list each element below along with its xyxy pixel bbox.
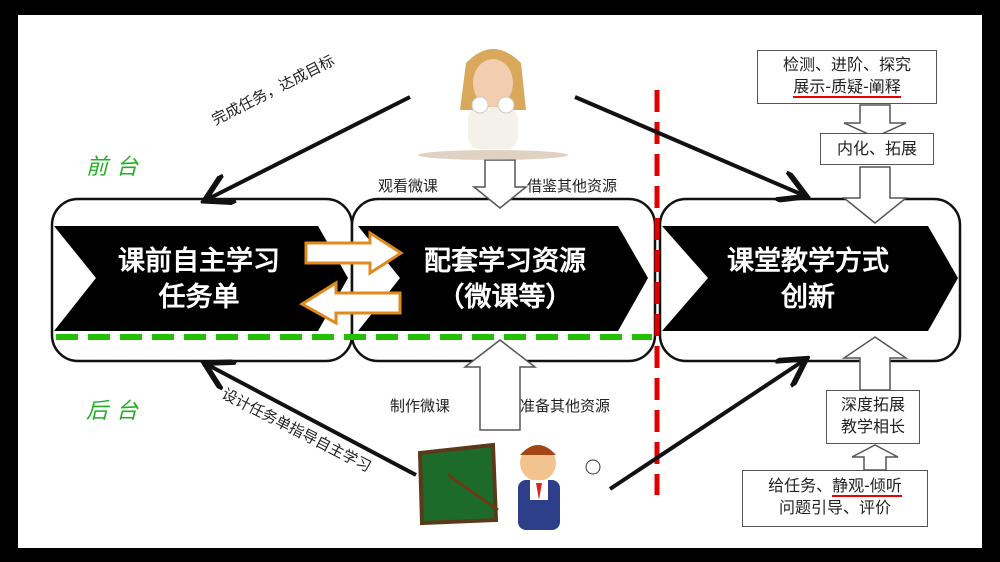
deepen-line2: 教学相长 <box>840 417 905 436</box>
diagram-canvas: 课前自主学习 任务单 配套学习资源 （微课等） 课堂教学方式 创新 前台 后台 … <box>18 15 982 548</box>
deepen-box: 深度拓展 教学相长 <box>826 390 920 444</box>
hollow-arrow-down-internalize <box>841 166 909 224</box>
arrow-complete-task <box>208 95 411 199</box>
prepare-resources-label: 准备其他资源 <box>520 397 611 415</box>
teacher-image <box>417 442 601 530</box>
top-box-line2: 展示-质疑-阐释 <box>793 77 901 98</box>
orange-arrow-right <box>304 230 404 276</box>
hollow-arrow-up-make <box>462 339 538 431</box>
chevron-task-sheet <box>54 226 348 331</box>
orange-arrow-left <box>299 280 402 326</box>
resources-line1: 配套学习资源 <box>424 246 586 277</box>
top-side-box: 检测、进阶、探究 展示-质疑-阐释 <box>757 50 937 104</box>
bottom-box-line1b: 静观-倾听 <box>832 476 902 497</box>
arrow-to-innovation-bottom <box>608 361 803 491</box>
resources-line2: （微课等） <box>437 282 573 313</box>
bottom-side-box: 给任务、静观-倾听 问题引导、评价 <box>742 470 928 527</box>
chevron-resources <box>358 226 648 331</box>
watch-micro-label: 观看微课 <box>378 177 439 195</box>
task-sheet-line1: 课前自主学习 <box>118 246 280 277</box>
top-box-line1: 检测、进阶、探究 <box>782 55 911 74</box>
resources-title: 配套学习资源 （微课等） <box>380 244 630 316</box>
bottom-box-line2: 问题引导、评价 <box>778 498 891 517</box>
hollow-arrow-down-watch <box>471 159 529 209</box>
task-sheet-line2: 任务单 <box>158 282 240 313</box>
arrow-to-innovation-top <box>574 95 803 195</box>
student-girl-image <box>418 49 568 160</box>
innovation-line1: 课堂教学方式 <box>727 246 889 277</box>
internalize-box: 内化、拓展 <box>820 133 934 165</box>
innovation-title: 课堂教学方式 创新 <box>683 244 933 316</box>
make-micro-label: 制作微课 <box>390 397 451 415</box>
arrow-design-task <box>208 365 417 477</box>
borrow-resources-label: 借鉴其他资源 <box>527 177 618 195</box>
back-stage-label: 后台 <box>86 399 147 424</box>
hollow-arrow-down-top <box>843 104 907 138</box>
hollow-arrow-up-deepen <box>841 336 909 391</box>
innovation-line2: 创新 <box>781 282 835 313</box>
bottom-box-line1a: 给任务、 <box>768 476 833 495</box>
diagram-shapes <box>50 49 962 530</box>
hollow-arrow-up-bottom <box>851 444 899 471</box>
task-sheet-title: 课前自主学习 任务单 <box>74 244 324 316</box>
deepen-line1: 深度拓展 <box>840 395 905 414</box>
front-stage-label: 前台 <box>86 155 147 180</box>
chevron-innovation <box>662 226 958 331</box>
